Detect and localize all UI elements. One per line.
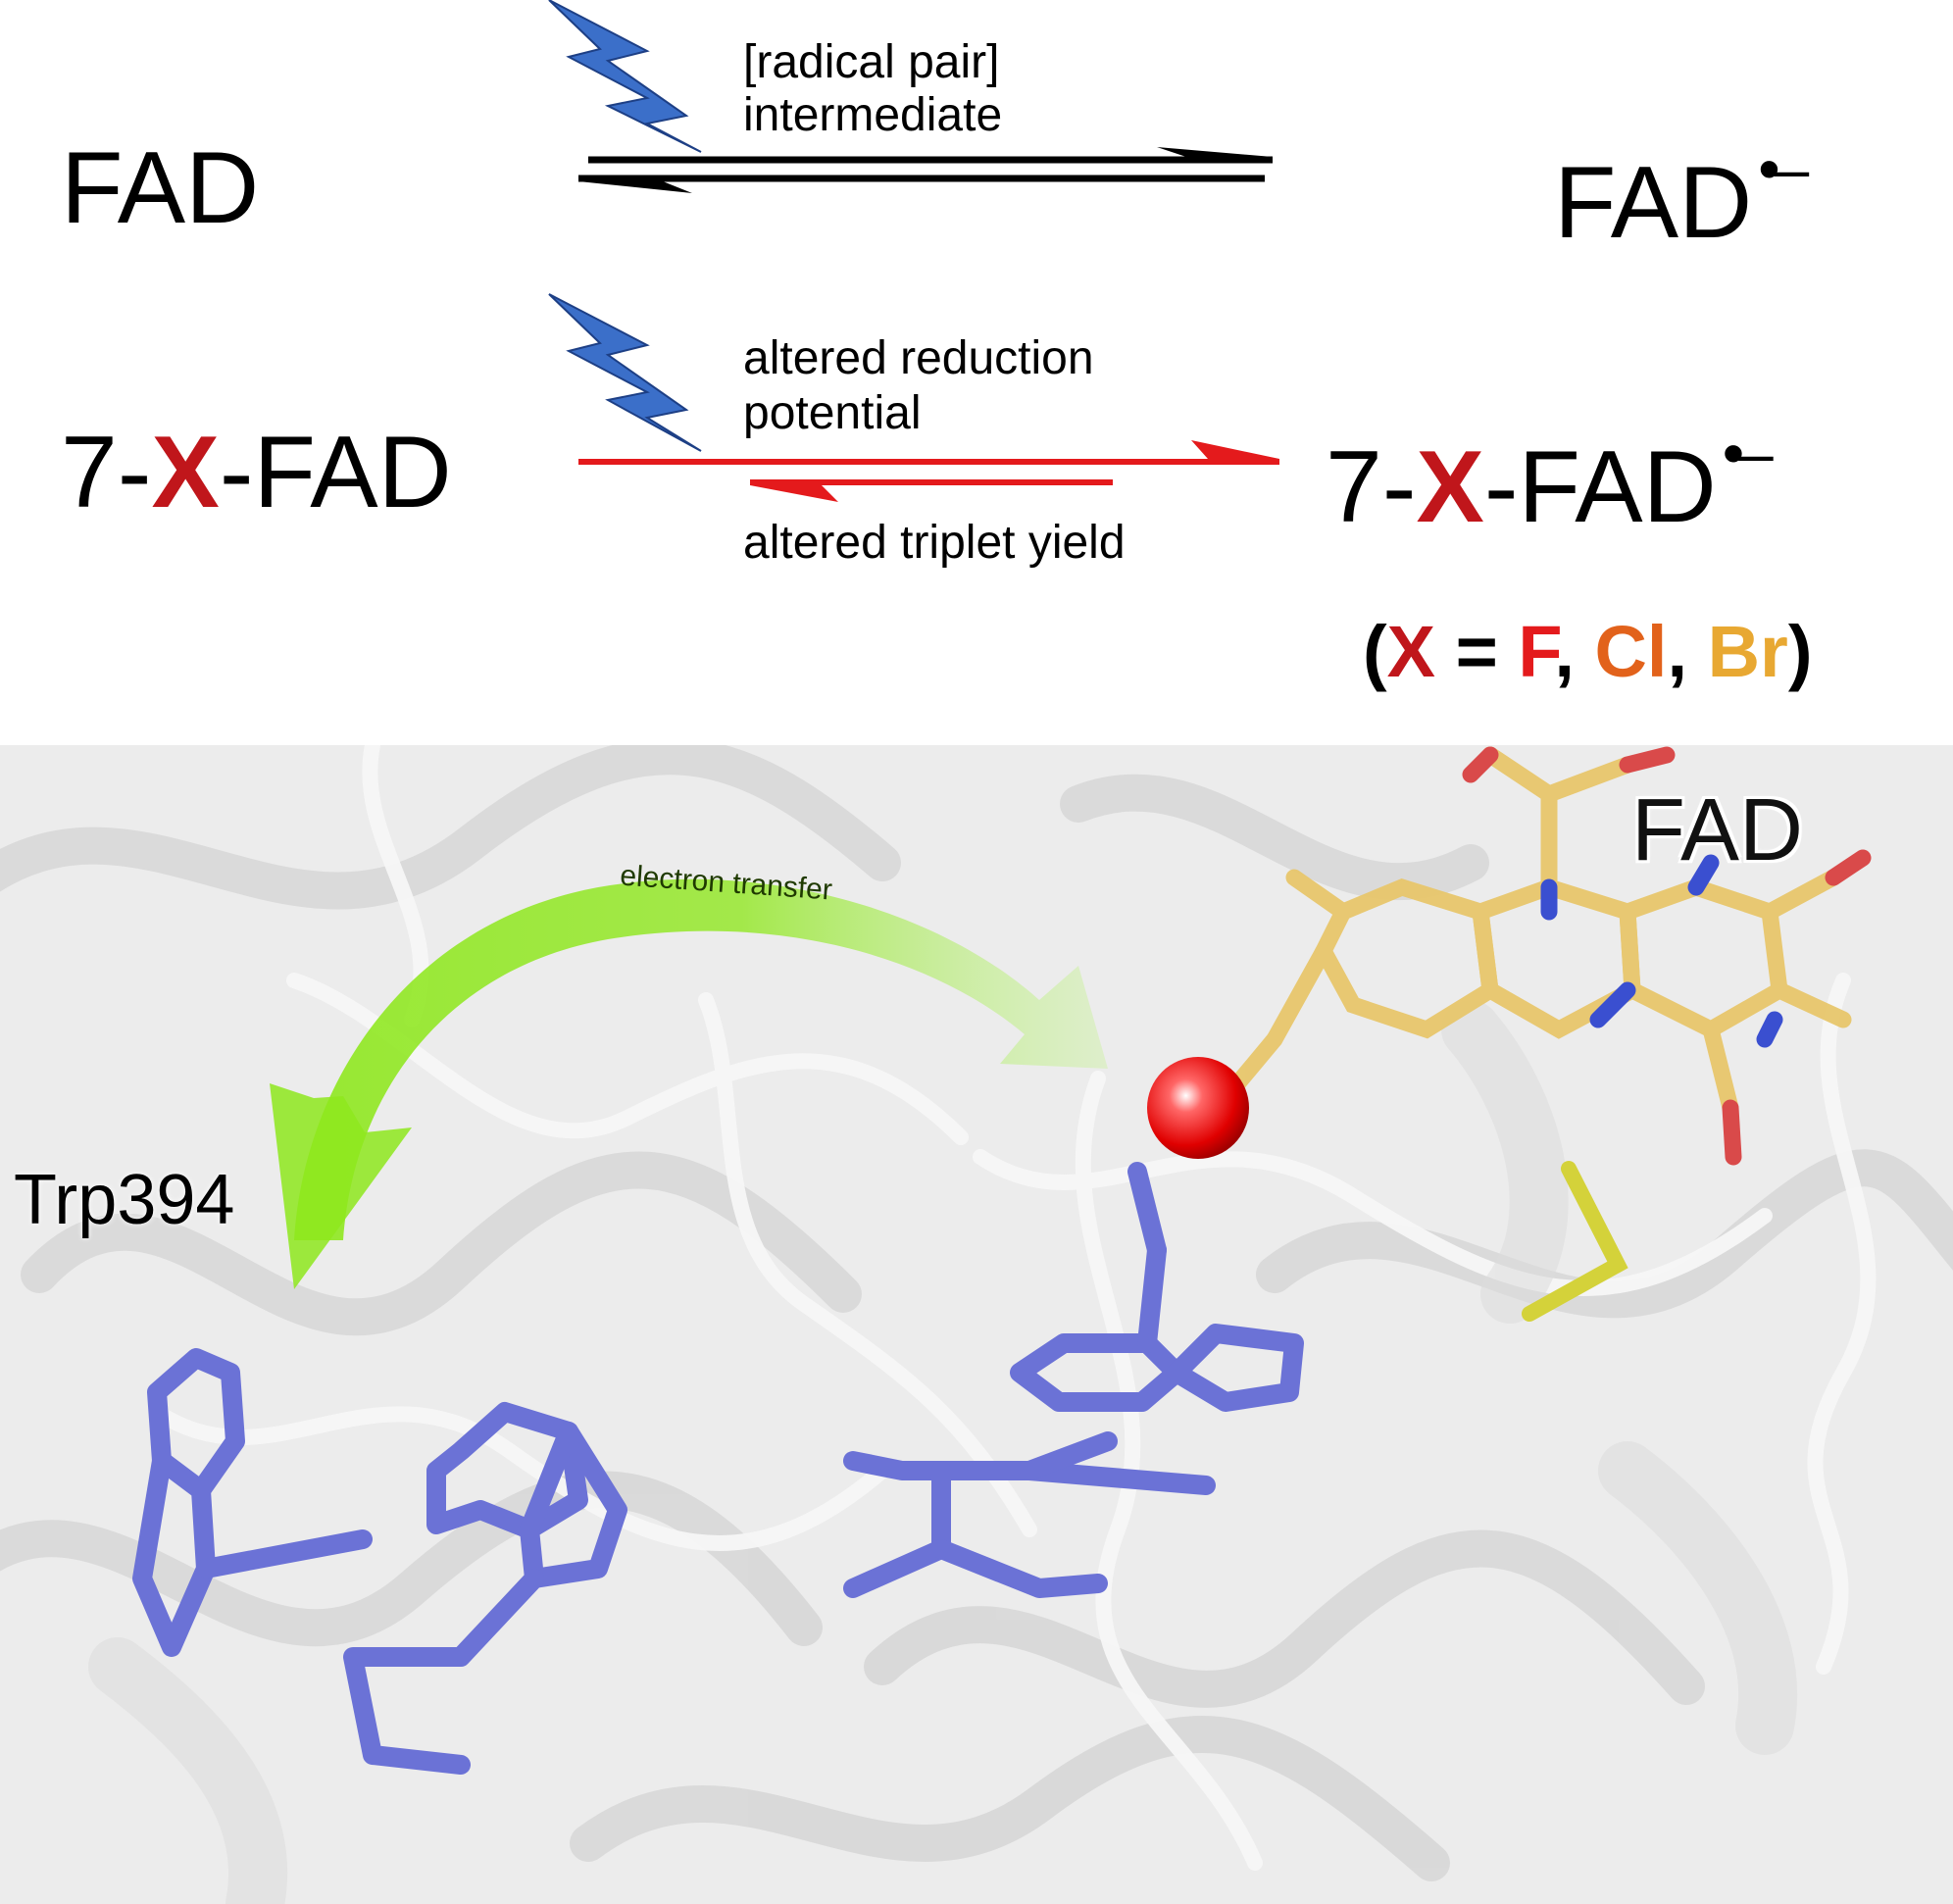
- prefix-7: 7-: [61, 416, 152, 529]
- protein-cartoon-ribbon: [0, 745, 1953, 1904]
- legend-chlorine: Cl: [1594, 611, 1668, 692]
- prefix-7: 7-: [1326, 430, 1417, 544]
- halogen-atom-sphere: [1147, 1057, 1249, 1159]
- arrow-label-potential: potential: [743, 387, 922, 439]
- radical-anion-superscript: •–: [1758, 133, 1809, 204]
- halo-fad-oxidized-label: 7-X-FAD: [61, 422, 452, 524]
- electron-transfer-arrow: [270, 878, 1108, 1289]
- legend-comma: ,: [1554, 611, 1595, 692]
- legend-open-paren: (: [1363, 611, 1387, 692]
- halogen-legend: (X = F, Cl, Br): [1363, 616, 1813, 688]
- fad-suffix: -FAD: [219, 416, 452, 529]
- methionine-sticks: [1522, 1161, 1628, 1322]
- equilibrium-arrow-row2: [578, 440, 1279, 502]
- equilibrium-arrow-row1: [578, 147, 1273, 193]
- legend-equals: =: [1435, 611, 1519, 692]
- arrow-label-triplet-yield: altered triplet yield: [743, 517, 1126, 569]
- legend-close-paren: ): [1787, 611, 1813, 692]
- arrow-label-radical-pair: [radical pair]: [743, 36, 1000, 88]
- legend-comma: ,: [1667, 611, 1708, 692]
- fad-suffix: -FAD: [1483, 430, 1717, 544]
- reaction-scheme-arrows: [548, 0, 1279, 502]
- substituent-x: X: [1416, 430, 1484, 544]
- substituent-x: X: [151, 416, 220, 529]
- light-flash-icon-row2: [548, 293, 702, 452]
- trp394-label: Trp394: [14, 1161, 235, 1239]
- legend-x: X: [1386, 611, 1436, 692]
- fad-structure-label: FAD: [1631, 781, 1804, 879]
- legend-fluorine: F: [1518, 611, 1555, 692]
- radical-anion-superscript: •–: [1722, 418, 1774, 488]
- legend-bromine: Br: [1707, 611, 1788, 692]
- fad-radical-anion-label: FAD•–: [1554, 137, 1809, 254]
- fad-radical-text: FAD: [1554, 146, 1753, 260]
- arrow-label-intermediate: intermediate: [743, 89, 1003, 141]
- halo-fad-radical-anion-label: 7-X-FAD•–: [1326, 422, 1774, 538]
- arrow-label-altered-reduction: altered reduction: [743, 332, 1094, 384]
- structure-canvas: electron transfer: [0, 745, 1953, 1904]
- flavin-heteroatoms: [1462, 746, 1872, 1166]
- fad-oxidized-label: FAD: [61, 131, 260, 245]
- protein-structure-render: electron transfer: [0, 745, 1953, 1904]
- light-flash-icon-row1: [548, 0, 702, 153]
- tryptophan-triad-sticks: [132, 1162, 1304, 1775]
